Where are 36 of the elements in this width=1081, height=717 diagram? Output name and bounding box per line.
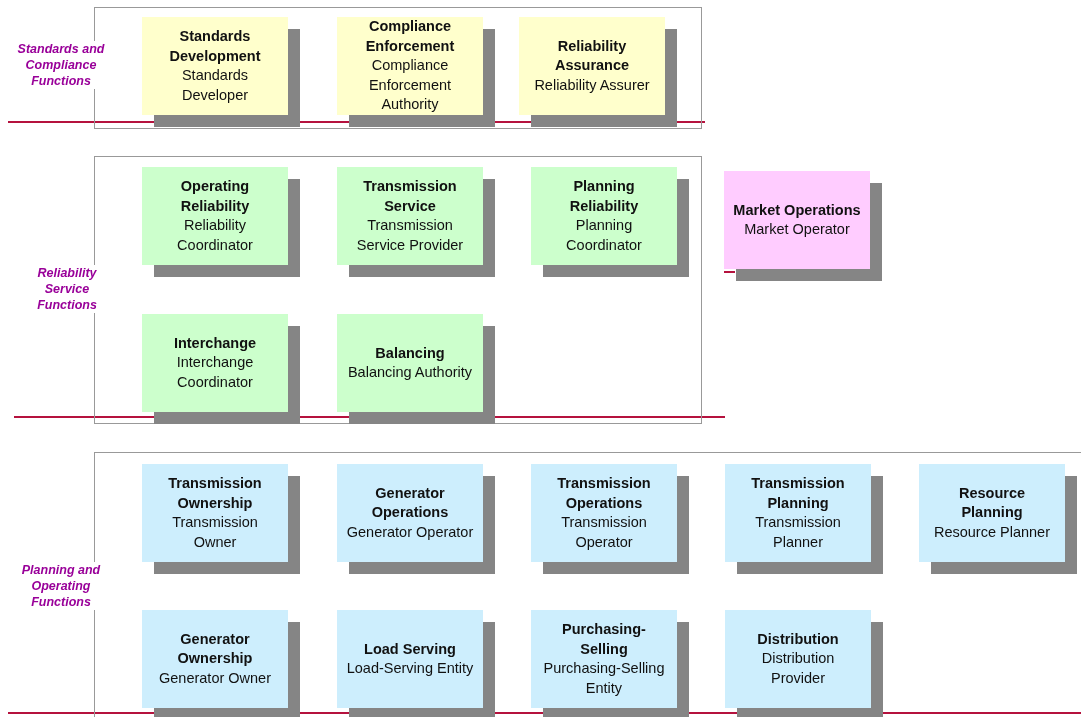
entity-name: Load-Serving Entity xyxy=(346,659,474,678)
entity-name: Interchange Coordinator xyxy=(175,353,255,392)
entity-name: Transmission Owner xyxy=(171,513,259,552)
entity-name: Generator Owner xyxy=(159,668,271,688)
entity-name: Standards Developer xyxy=(180,66,250,105)
function-title: Load Serving xyxy=(364,639,456,659)
entity-name: Reliability Coordinator xyxy=(176,216,254,255)
entity-name: Purchasing-Selling Entity xyxy=(542,659,666,698)
function-title: Generator Operations xyxy=(370,483,450,523)
entity-name: Balancing Authority xyxy=(347,363,473,382)
entity-name: Generator Operator xyxy=(346,522,474,542)
entity-name: Compliance Enforcement Authority xyxy=(367,56,453,115)
entity-name: Distribution Provider xyxy=(760,649,836,688)
entity-name: Transmission Planner xyxy=(754,513,842,552)
function-title: Generator Ownership xyxy=(176,629,254,669)
function-title: Standards Development xyxy=(168,27,262,66)
entity-name: Transmission Operator xyxy=(560,513,648,552)
function-title: Transmission Planning xyxy=(750,474,846,513)
entity-name: Transmission Service Provider xyxy=(355,216,465,255)
function-title: Resource Planning xyxy=(957,483,1027,523)
function-title: Purchasing-Selling xyxy=(561,620,647,659)
function-title: Transmission Service xyxy=(362,177,458,216)
function-title: Planning Reliability xyxy=(568,177,640,216)
entity-name: Reliability Assurer xyxy=(534,75,650,95)
entity-name: Planning Coordinator xyxy=(565,216,643,255)
function-title: Transmission Operations xyxy=(556,474,652,513)
function-title: Distribution xyxy=(757,629,839,649)
function-title: Interchange xyxy=(173,333,257,353)
function-title: Market Operations xyxy=(733,200,861,220)
function-title: Reliability Assurance xyxy=(553,36,631,76)
function-title: Compliance Enforcement xyxy=(364,17,456,56)
function-title: Operating Reliability xyxy=(179,177,251,216)
entity-name: Resource Planner xyxy=(933,522,1051,542)
function-title: Balancing xyxy=(375,343,445,363)
function-title: Transmission Ownership xyxy=(167,474,263,513)
entity-name: Market Operator xyxy=(744,220,850,239)
